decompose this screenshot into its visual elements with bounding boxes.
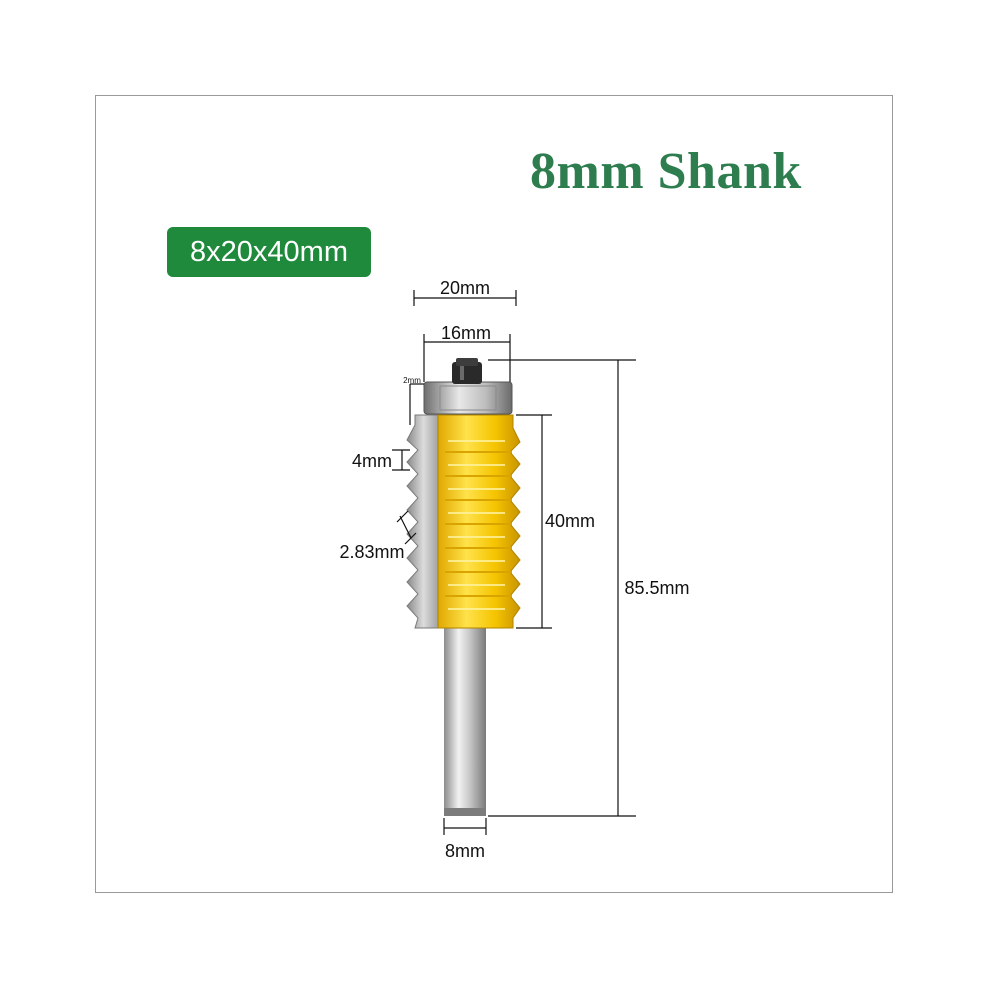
cutter-diameter-label: 20mm: [440, 278, 490, 298]
bearing-diameter-label: 16mm: [441, 323, 491, 343]
carbide-cutter: [406, 414, 441, 629]
page-title: 8mm Shank: [530, 143, 802, 200]
shank: [444, 628, 486, 814]
shank-diameter-label: 8mm: [445, 841, 485, 861]
tooth-depth-label: 2.83mm: [339, 542, 404, 562]
tooth-grooves: [445, 451, 512, 597]
size-badge: 8x20x40mm: [167, 227, 371, 277]
bearing: [423, 381, 513, 415]
shank-end: [444, 808, 486, 816]
dimension-lines: [392, 290, 636, 835]
cutting-length-label: 40mm: [545, 511, 595, 531]
router-bit-icon: [406, 358, 521, 816]
cutter-body: [437, 414, 521, 629]
overall-length-label: 85.5mm: [624, 578, 689, 598]
tooth-pitch-label: 4mm: [352, 451, 392, 471]
bearing-screw: [452, 362, 482, 384]
bearing-offset-label: 2mm: [403, 376, 421, 385]
